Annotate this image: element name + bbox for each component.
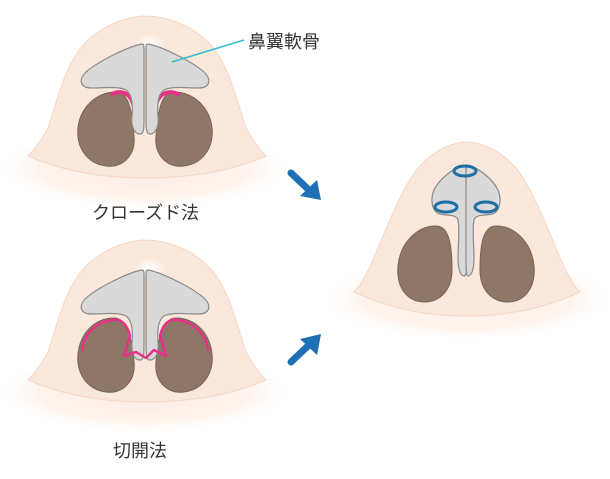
arrow-up-right-icon	[287, 334, 321, 366]
arrow-down-right-icon	[287, 169, 321, 200]
open-method-figure	[0, 239, 297, 434]
open-method-label: 切開法	[113, 441, 167, 462]
cartilage-leader-line	[171, 39, 245, 63]
closed-method-figure	[0, 15, 297, 210]
suture-ring-top	[452, 164, 478, 178]
closed-cartilage-right	[145, 43, 210, 135]
open-cartilage-right	[145, 269, 210, 361]
closed-method-label: クローズド法	[92, 203, 199, 224]
open-incision-line	[80, 318, 210, 360]
suture-ring-right	[473, 200, 499, 214]
result-cartilage-right	[465, 165, 501, 277]
result-nostril-right	[479, 225, 535, 303]
result-nostril-left	[397, 225, 453, 303]
suture-ring-left	[433, 200, 459, 214]
result-figure	[317, 141, 610, 342]
cartilage-label: 鼻翼軟骨	[248, 32, 320, 53]
open-cartilage-left	[80, 269, 145, 361]
closed-cartilage-left	[80, 43, 145, 135]
